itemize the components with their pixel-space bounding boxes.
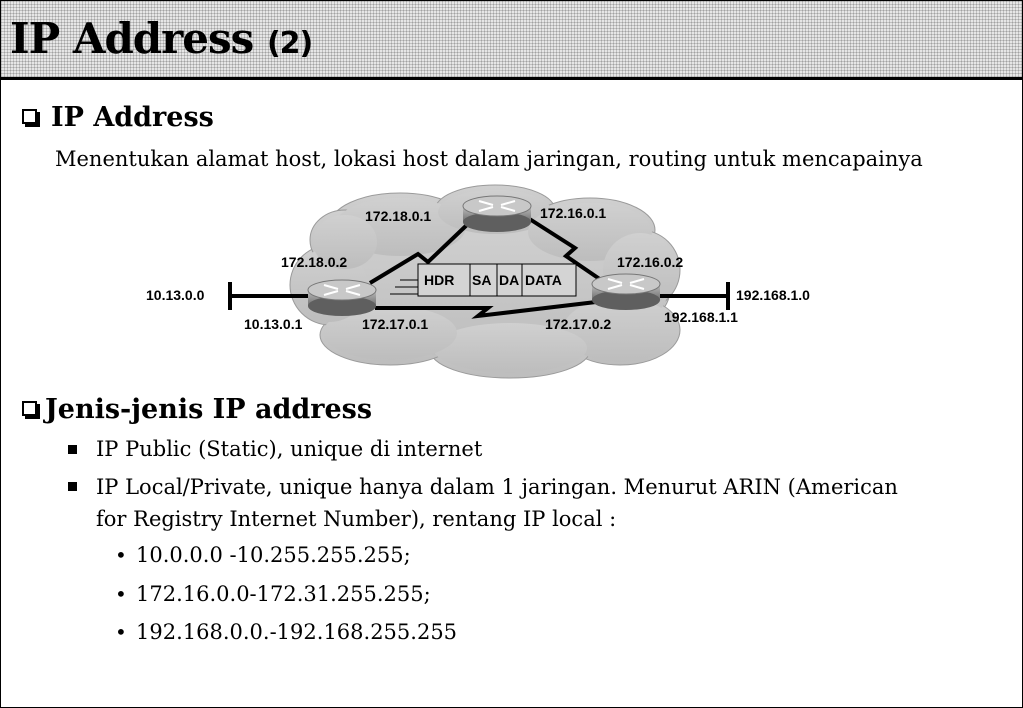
range-item: 172.16.0.0-172.31.255.255;	[136, 582, 431, 606]
dot-bullet-icon: •	[115, 582, 127, 606]
list-item-continuation: for Registry Internet Number), rentang I…	[96, 507, 617, 531]
packet-field-da: DA	[499, 272, 519, 288]
label-r2-right: 172.16.0.1	[540, 205, 606, 221]
packet-field-hdr: HDR	[424, 272, 454, 288]
section-description: Menentukan alamat host, lokasi host dala…	[55, 147, 923, 171]
serial-link-r2-r3	[526, 216, 606, 284]
title-number: (2)	[266, 26, 313, 61]
range-item: 10.0.0.0 -10.255.255.255;	[136, 543, 411, 567]
label-net-left: 10.13.0.0	[146, 287, 205, 303]
router-icon	[591, 273, 661, 310]
packet-diagram: HDR SA DA DATA	[390, 263, 577, 297]
label-r2-left: 172.18.0.1	[365, 208, 431, 224]
checkbox-bullet-icon	[22, 401, 37, 416]
section-heading: Jenis-jenis IP address	[45, 394, 373, 425]
square-bullet-icon	[68, 482, 77, 491]
dot-bullet-icon: •	[115, 620, 127, 644]
section-heading: IP Address	[51, 102, 214, 133]
packet-field-sa: SA	[472, 272, 491, 288]
label-r3-right: 192.168.1.1	[664, 309, 738, 325]
range-item: 192.168.0.0.-192.168.255.255	[136, 620, 458, 644]
router-icon	[307, 279, 377, 316]
label-net-right: 192.168.1.0	[736, 287, 810, 303]
label-r3-top: 172.16.0.2	[617, 254, 683, 270]
router-icon	[462, 195, 532, 232]
title-text: IP Address	[10, 14, 254, 63]
square-bullet-icon	[68, 445, 77, 454]
label-r1-bottom: 172.17.0.1	[362, 316, 428, 332]
list-item: IP Local/Private, unique hanya dalam 1 j…	[96, 475, 898, 499]
packet-field-data: DATA	[525, 272, 562, 288]
dot-bullet-icon: •	[115, 543, 127, 567]
serial-link-r1-r3	[375, 300, 597, 319]
checkbox-bullet-icon	[22, 109, 37, 124]
section-ip-types: Jenis-jenis IP address	[22, 393, 372, 427]
slide-title: IP Address (2)	[10, 11, 313, 72]
label-r3-bottom: 172.17.0.2	[545, 316, 611, 332]
serial-link-r1-r2	[368, 220, 472, 285]
label-r1-left: 10.13.0.1	[244, 316, 303, 332]
label-r1-top: 172.18.0.2	[281, 254, 347, 270]
list-item: IP Public (Static), unique di internet	[96, 437, 483, 461]
section-ip-address: IP Address	[22, 101, 214, 135]
title-bar: IP Address (2)	[1, 1, 1022, 80]
